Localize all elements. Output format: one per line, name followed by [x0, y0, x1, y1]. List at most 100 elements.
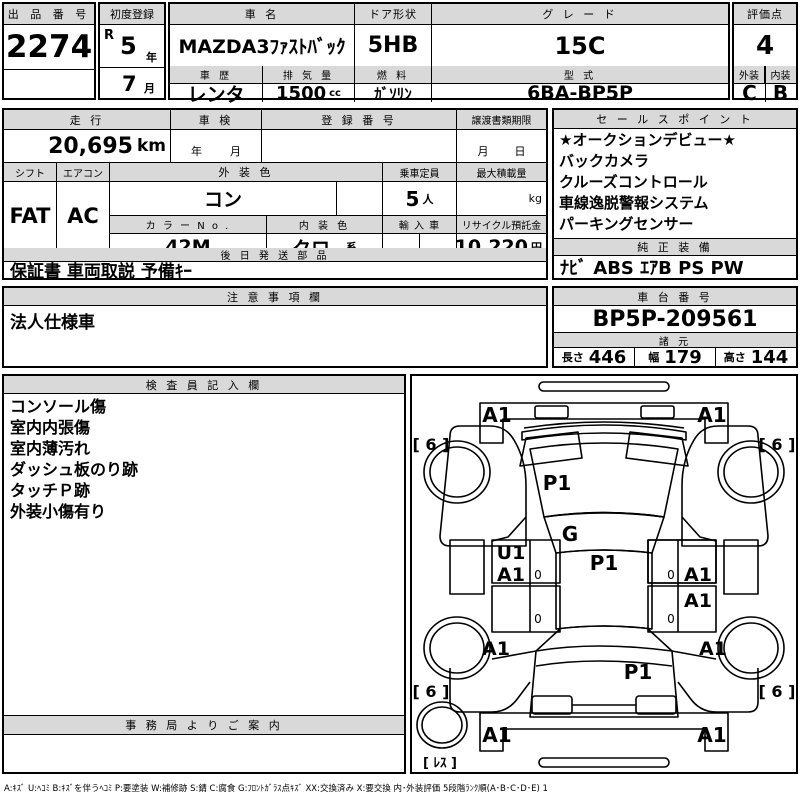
spec-height-label: 高さ: [723, 351, 746, 364]
sep-door-grade: [431, 4, 432, 102]
exterior-color-value: コン: [203, 189, 242, 211]
mark-right-rear-door-zero: 0: [667, 612, 675, 626]
car-name-value: MAZDA3ﾌｧｽﾄﾊﾞｯｸ: [178, 36, 346, 58]
sep-width-height: [715, 348, 716, 366]
registration-no-label: 登 録 番 号: [262, 110, 456, 130]
equipment-label: 純 正 装 備: [554, 238, 796, 256]
car-diagram-svg: [416, 381, 785, 768]
max-load-unit: kg: [528, 192, 542, 205]
recycle-deposit-label: リサイクル預託金: [457, 215, 546, 234]
shaken-label: 車 検: [171, 110, 261, 130]
mark-left-rear-quarter: A1: [482, 638, 510, 660]
mark-right-front-door: A1: [684, 564, 712, 586]
mark-rear-left-corner: A1: [482, 723, 512, 747]
inspector-line: ダッシュ板のり跡: [10, 460, 139, 479]
notes-label: 注 意 事 項 欄: [4, 288, 546, 306]
mark-left-rear-door-zero: 0: [534, 612, 542, 626]
sep-extcolor-capacity: [382, 163, 383, 250]
reg-month-unit: 月: [144, 82, 155, 95]
score-label: 評価点: [734, 4, 796, 25]
exterior-grade-value: C: [742, 81, 757, 105]
spec-width-value: 179: [664, 346, 702, 368]
sep-carname-door: [354, 4, 355, 102]
mileage-label: 走 行: [4, 110, 170, 130]
car-history-value: レンタ: [187, 83, 245, 106]
equipment-value: ﾅﾋﾞ ABS ｴｱB PS PW: [560, 258, 744, 279]
sep-extcolor-extra: [336, 182, 337, 215]
sales-point-item: 車線逸脱警報システム: [559, 194, 709, 212]
mark-hood: P1: [542, 471, 572, 495]
car-name-label: 車 名: [170, 4, 354, 25]
shaken-year-unit: 年: [191, 145, 202, 158]
inspector-line: 室内薄汚れ: [10, 439, 91, 458]
mileage-number: 20,695: [48, 133, 133, 159]
inspector-line: 外装小傷有り: [10, 502, 107, 521]
model-code-value: 6BA-BP5P: [527, 82, 633, 104]
notes-box: 注 意 事 項 欄 法人仕様車: [2, 286, 548, 368]
mark-left-front-bracket: [ 6 ]: [412, 434, 450, 454]
sep-ac-extcolor: [109, 163, 110, 250]
chassis-label: 車 台 番 号: [554, 288, 796, 306]
chassis-value: BP5P-209561: [592, 306, 758, 332]
mileage-unit: km: [136, 136, 166, 156]
interior-color-suffix: 系: [346, 239, 357, 255]
fuel-value: ｶﾞｿﾘﾝ: [374, 84, 412, 103]
sep-shift-ac: [56, 163, 57, 250]
car-diagram-box: A1 A1 [ 6 ] [ 6 ] P1 G P1 U1 A1 0 0 A1 A…: [410, 374, 798, 774]
mark-front-right-corner: A1: [697, 403, 727, 427]
door-shape-value: 5HB: [367, 33, 419, 58]
mid-rowA-bottom: [4, 162, 546, 163]
interior-grade-value: B: [772, 81, 789, 105]
reg-month-value: 7: [122, 72, 137, 96]
sep-length-width: [634, 348, 635, 366]
transfer-month-unit: 月: [477, 145, 489, 158]
max-load-label: 最大積載量: [457, 163, 546, 182]
era-mark: R: [104, 28, 115, 43]
shaken-value: 年 月: [171, 130, 261, 162]
sales-points-box: セ ー ル ス ポ イ ン ト ★オークションデビュー★ バックカメラ クルーズ…: [552, 108, 798, 280]
later-parts-value: 保証書 車両取説 予備ｷｰ: [10, 261, 192, 282]
later-parts-header: 後 日 発 送 部 品: [4, 248, 546, 262]
sep-colorno-intcolor: [266, 215, 267, 260]
sep-capacity-maxload: [456, 163, 457, 250]
capacity-label: 乗車定員: [383, 163, 456, 182]
recycle-unit: 円: [531, 239, 542, 255]
mark-rear-right-corner: A1: [697, 723, 727, 747]
door-shape-label: ドア形状: [355, 4, 431, 25]
max-load-value: kg: [457, 182, 546, 215]
exterior-color-extra: [337, 182, 382, 215]
capacity-unit: 人: [422, 192, 434, 206]
mark-windshield: G: [561, 522, 579, 546]
shaken-month-unit: 月: [230, 145, 241, 158]
sep-shaken-regno: [261, 110, 262, 162]
reg-row-divider: [100, 67, 164, 68]
inspector-line: 室内内張傷: [10, 418, 91, 437]
first-registration-label: 初度登録: [100, 4, 164, 25]
office-box: 事 務 局 よ り ご 案 内: [2, 716, 406, 774]
inspector-box: 検 査 員 記 入 欄 コンソール傷 室内内張傷 室内薄汚れ ダッシュ板のり跡 …: [2, 374, 406, 717]
sep-regno-transfer: [456, 110, 457, 162]
mark-spare-tire: [ ﾚｽ ]: [423, 755, 457, 771]
lot-no-value: 2274: [5, 29, 93, 65]
sales-points-list: ★オークションデビュー★ バックカメラ クルーズコントロール 車線逸脱警報システ…: [559, 130, 795, 235]
mark-left-rear-bracket: [ 6 ]: [412, 681, 450, 701]
grade-value: 15C: [554, 31, 606, 60]
reg-year-value: 5: [120, 32, 137, 60]
car-history-label: 車 歴: [170, 66, 262, 84]
transfer-day-unit: 日: [514, 145, 526, 158]
mark-right-front-bracket: [ 6 ]: [758, 434, 796, 454]
import-label: 輸 入 車: [383, 215, 456, 234]
sep-history-disp: [262, 66, 263, 102]
mark-right-rear-quarter: A1: [699, 638, 727, 660]
transfer-deadline-label: 譲渡書類期限: [457, 110, 546, 130]
interior-color-label: 内 装 色: [267, 215, 382, 234]
sep-ext-int: [765, 66, 766, 102]
inspector-line: タッチＰ跡: [10, 481, 91, 500]
sales-point-item: ★オークションデビュー★: [559, 131, 736, 149]
